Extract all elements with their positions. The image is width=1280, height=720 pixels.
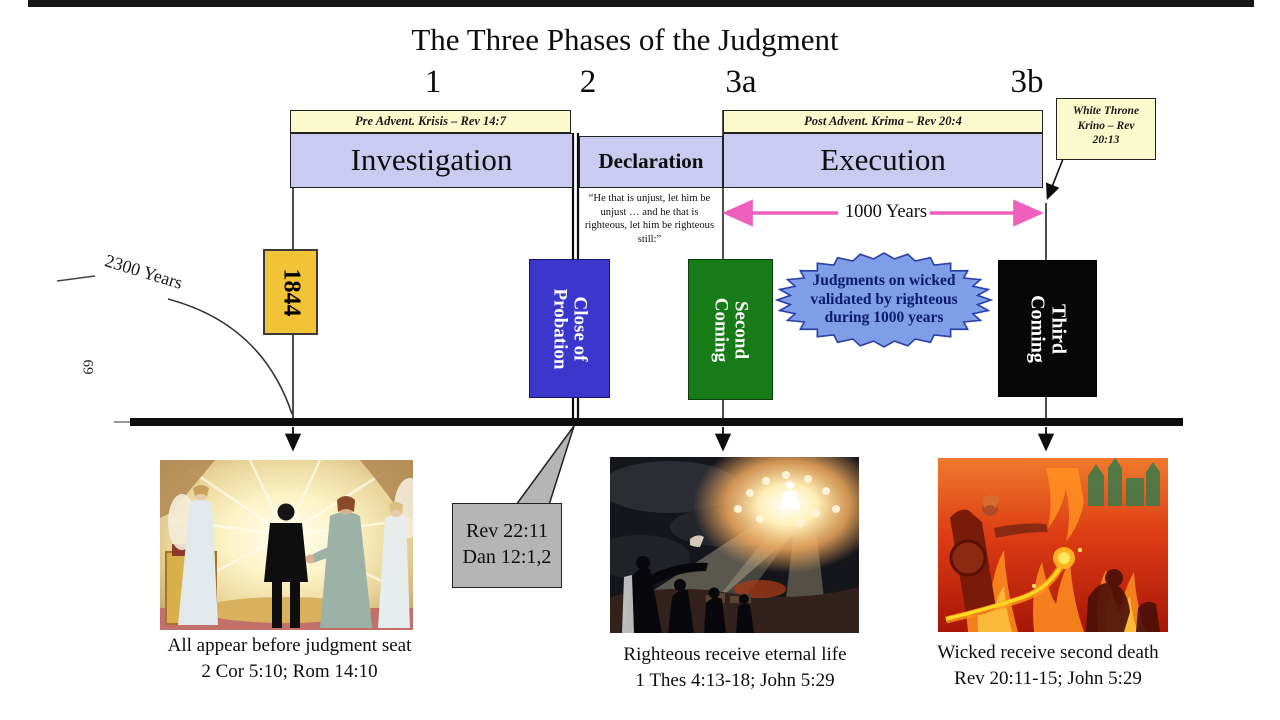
lake-of-fire-art [938, 458, 1168, 632]
caption3-line1: Wicked receive second death [937, 642, 1159, 663]
declaration-quote: “He that is unjust, let him be unjust … … [584, 193, 715, 245]
years-2300-label: 2300 Years [102, 250, 185, 293]
marker-third-coming: Third Coming [998, 260, 1097, 397]
marker-1844: 1844 [263, 249, 318, 335]
caption1-line2: 2 Cor 5:10; Rom 14:10 [201, 661, 378, 682]
phase-number-3a: 3a [725, 64, 757, 100]
page-title: The Three Phases of the Judgment [411, 22, 839, 57]
timeline-extension [114, 421, 132, 423]
white-throne-pointer-arrow [1046, 158, 1064, 200]
marker-second-coming: Second Coming [688, 259, 773, 400]
white-throne-line2: Krino – Rev [1077, 119, 1135, 132]
white-throne-note: White Throne Krino – Rev 20:13 [1056, 98, 1156, 160]
scripture-callout: Rev 22:11 Dan 12:1,2 [452, 503, 562, 588]
lake-of-fire-image [938, 458, 1168, 632]
marker-1844-label: 1844 [278, 268, 304, 316]
white-throne-line3: 20:13 [1092, 134, 1120, 146]
investigation-bar: Investigation [290, 133, 573, 188]
caption-judgment-seat: All appear before judgment seat 2 Cor 5:… [147, 633, 432, 685]
marker-close-of-probation-label: Close of Probation [549, 288, 591, 369]
page-number: 69 [79, 359, 96, 375]
caption1-line1: All appear before judgment seat [167, 635, 412, 656]
years-1000-label: 1000 Years [844, 202, 928, 222]
declaration-bar: Declaration [579, 136, 723, 188]
caption-second-coming: Righteous receive eternal life 1 Thes 4:… [595, 642, 875, 694]
marker-third-coming-label: Third Coming [1026, 294, 1070, 363]
callout-line2: Dan 12:1,2 [462, 546, 552, 568]
caption2-line1: Righteous receive eternal life [623, 644, 847, 665]
starburst-note: Judgments on wicked validated by righteo… [792, 272, 976, 328]
top-border-bar [28, 0, 1254, 7]
caption2-line2: 1 Thes 4:13-18; John 5:29 [635, 670, 835, 691]
starburst-line2: validated by righteous [810, 290, 958, 308]
post-advent-banner: Post Advent. Krima – Rev 20:4 [723, 110, 1043, 133]
judgment-seat-image [160, 460, 413, 630]
phase-number-3b: 3b [1010, 64, 1044, 100]
starburst-line3: during 1000 years [824, 309, 944, 326]
pre-advent-banner: Pre Advent. Krisis – Rev 14:7 [290, 110, 571, 133]
second-coming-image [610, 457, 859, 633]
marker-second-coming-label: Second Coming [710, 297, 752, 362]
second-coming-art [610, 457, 859, 633]
starburst-line1: Judgments on wicked [812, 272, 956, 289]
caption-lake-of-fire: Wicked receive second death Rev 20:11-15… [918, 640, 1178, 692]
phase-number-1: 1 [424, 64, 442, 100]
years-2300-curve [56, 275, 293, 415]
callout-line1: Rev 22:11 [465, 520, 549, 542]
execution-bar: Execution [723, 133, 1043, 188]
white-throne-line1: White Throne [1072, 105, 1140, 117]
judgment-seat-art [160, 460, 413, 630]
marker-close-of-probation: Close of Probation [529, 259, 610, 398]
timeline-bar [130, 418, 1183, 426]
caption3-line2: Rev 20:11-15; John 5:29 [954, 668, 1142, 689]
callout-tail [514, 425, 575, 506]
phase-number-2: 2 [579, 64, 597, 100]
